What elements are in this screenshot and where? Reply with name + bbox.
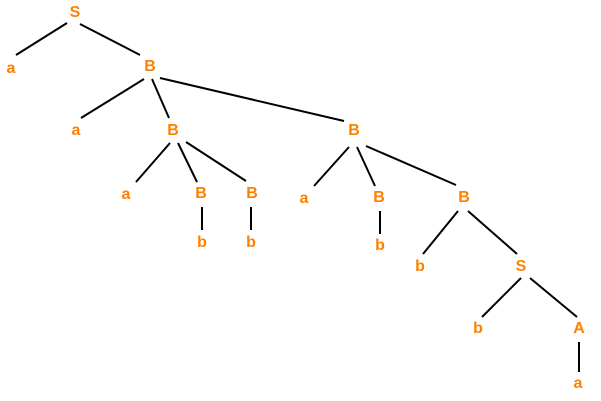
tree-node-B: B [167, 122, 179, 139]
tree-node-B: B [348, 122, 360, 139]
tree-edge [79, 23, 141, 56]
tree-node-a: a [6, 60, 16, 77]
tree-node-a: a [71, 122, 81, 139]
tree-node-a: a [573, 375, 583, 392]
tree-edge [135, 142, 171, 183]
tree-node-B: B [195, 185, 207, 202]
tree-node-b: b [197, 234, 207, 251]
tree-edge [185, 141, 247, 182]
tree-edge [529, 277, 578, 318]
tree-node-S: S [515, 258, 527, 275]
tree-edge [365, 145, 457, 186]
tree-edge [159, 77, 345, 122]
tree-edge [151, 78, 170, 119]
tree-node-a: a [121, 186, 131, 203]
tree-node-B: B [246, 185, 258, 202]
tree-node-B: B [373, 189, 385, 206]
tree-node-a: a [299, 190, 309, 207]
tree-node-b: b [415, 258, 425, 275]
tree-node-b: b [375, 237, 385, 254]
tree-edge [481, 277, 522, 318]
tree-node-b: b [246, 234, 256, 251]
tree-edge [80, 78, 145, 119]
tree-edge [313, 146, 350, 187]
tree-edge [356, 146, 376, 187]
tree-node-B: B [144, 58, 156, 75]
tree-edge [177, 142, 198, 183]
tree-node-S: S [69, 4, 81, 21]
tree-node-b: b [473, 320, 483, 337]
tree-edge [467, 210, 518, 255]
tree-edge [422, 210, 459, 255]
tree-node-A: A [573, 320, 585, 337]
tree-edge [15, 22, 68, 56]
tree-node-B: B [458, 189, 470, 206]
